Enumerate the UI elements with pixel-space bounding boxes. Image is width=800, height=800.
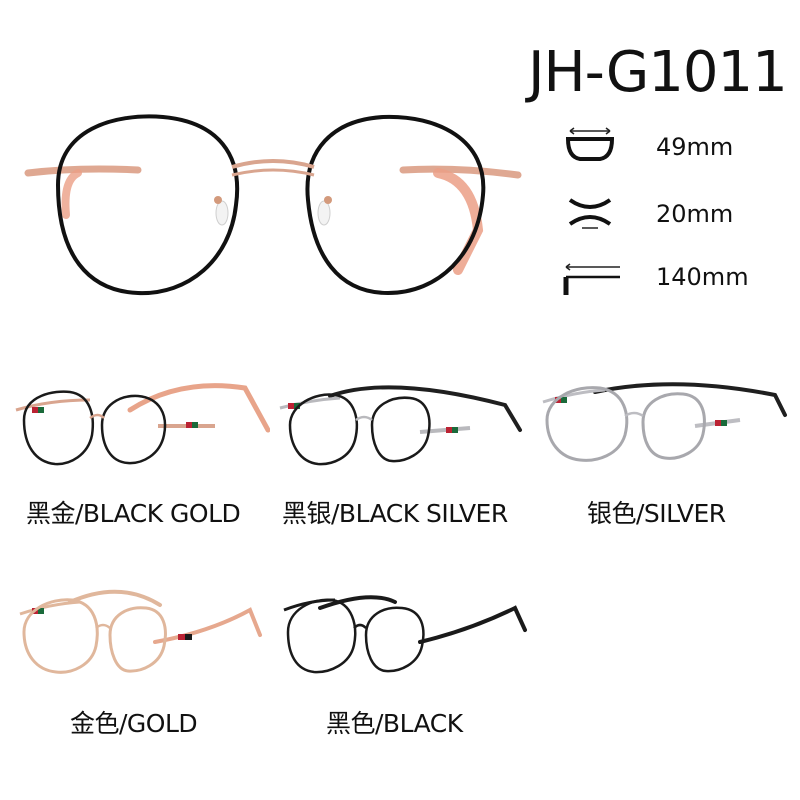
variant-black-silver[interactable]: 黑银/BLACK SILVER [270,370,530,528]
variant-label-black: 黑色/BLACK [326,709,463,738]
lens-width-value: 49mm [656,133,734,161]
variant-gold[interactable]: 金色/GOLD [10,580,270,738]
spec-temple-length: 140mm [560,255,780,299]
variant-label-gold: 金色/GOLD [70,709,198,738]
spec-bridge-width: 20mm [560,192,780,236]
glasses-black-image [283,595,527,674]
variant-label-silver: 银色/SILVER [587,499,726,528]
variant-label-black-gold: 黑金/BLACK GOLD [26,499,241,528]
spec-lens-width: 49mm [560,125,780,169]
temple-left [127,383,270,433]
glasses-silver-image [542,382,787,462]
variant-black[interactable]: 黑色/BLACK [270,580,530,738]
temple-length-value: 140mm [656,263,749,291]
bridge-width-icon [568,198,612,229]
variant-silver[interactable]: 银色/SILVER [535,370,795,528]
model-number-title: JH-G1011 [528,40,788,105]
main-glasses-image [24,114,522,296]
glasses-black-gold-image [15,383,270,466]
glasses-black-silver-image [279,385,522,466]
bridge-width-value: 20mm [656,200,734,228]
lens-width-icon [565,127,615,161]
variant-label-black-silver: 黑银/BLACK SILVER [282,499,508,528]
variant-black-gold[interactable]: 黑金/BLACK GOLD [10,370,270,528]
glasses-gold-image [19,589,262,674]
temple-length-icon [563,263,620,295]
